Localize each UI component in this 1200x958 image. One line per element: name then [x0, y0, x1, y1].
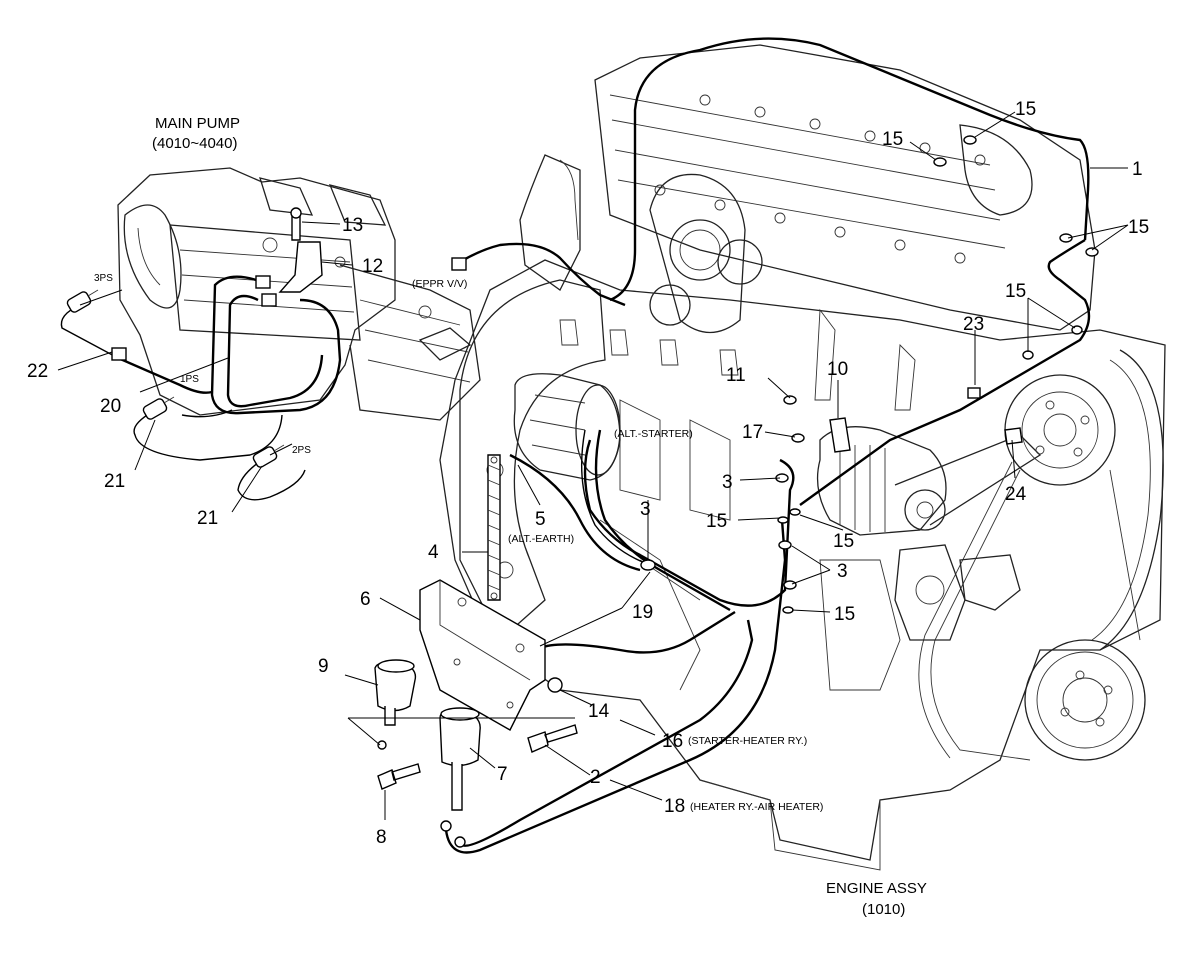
pump-connector-a [255, 275, 271, 289]
callout-15-f: 15 [833, 531, 854, 552]
connector-11 [783, 395, 797, 405]
label-alt-earth: (ALT.-EARTH) [508, 533, 574, 545]
bolt-24 [1004, 427, 1023, 445]
connector-17 [791, 433, 805, 443]
clamp-15-g [777, 516, 789, 524]
sensor-10 [829, 417, 851, 453]
callout-15-d: 15 [1005, 281, 1026, 302]
clamp-15-c [1059, 233, 1073, 243]
clamp-15-h [789, 508, 801, 516]
callout-6: 6 [360, 589, 371, 610]
label-starter-heater: (STARTER-HEATER RY.) [688, 735, 807, 747]
wire-20 [210, 275, 342, 415]
sensor-lead-2ps [237, 459, 306, 501]
wire-eppr [459, 242, 626, 307]
callout-7: 7 [497, 764, 508, 785]
sensor-lead-3ps [60, 304, 119, 359]
wire-19 [539, 610, 736, 654]
bracket-6 [419, 579, 546, 731]
bolt-8 [377, 763, 421, 790]
relay-7 [439, 707, 481, 848]
callout-22: 22 [27, 361, 48, 382]
callout-1: 1 [1132, 159, 1143, 180]
callout-18: 18 [664, 796, 685, 817]
callout-23: 23 [963, 314, 984, 335]
labels: MAIN PUMP (4010~4040) ENGINE ASSY (1010)… [27, 99, 1149, 918]
sensor-23 [967, 387, 981, 399]
label-1ps: 1PS [180, 374, 199, 385]
callout-12: 12 [362, 256, 383, 277]
clip-3-d [640, 559, 656, 571]
callout-15-g: 15 [834, 604, 855, 625]
clamp-15-e [1022, 350, 1034, 360]
callout-15-a: 15 [1015, 99, 1036, 120]
callout-24: 24 [1005, 484, 1027, 505]
wire-18 [444, 519, 787, 854]
callout-4: 4 [428, 542, 439, 563]
callout-5: 5 [535, 509, 546, 530]
callout-17: 17 [742, 422, 763, 443]
pump-connector-b [261, 293, 277, 307]
leader-lines [57, 111, 1129, 820]
callout-10: 10 [827, 359, 848, 380]
clamp-15-b [963, 135, 977, 145]
label-3ps: 3PS [94, 273, 113, 284]
clamp-15-d [1085, 247, 1099, 257]
wire-1 [609, 37, 1090, 302]
callout-21-a: 21 [104, 471, 125, 492]
main-pump-title: MAIN PUMP [155, 115, 240, 132]
clip-3-c [783, 580, 797, 590]
pressure-switch-1ps [142, 396, 175, 420]
bolt-13 [291, 214, 301, 241]
label-eppr: (EPPR V/V) [412, 278, 467, 290]
sensor-lead-1ps [133, 411, 283, 461]
main-pump-drawing [117, 167, 481, 421]
relay-9 [374, 659, 417, 750]
pressure-switch-2ps [252, 444, 285, 468]
wire-16 [461, 619, 754, 847]
clamp-15-a [933, 157, 947, 167]
callout-8: 8 [376, 827, 387, 848]
engine-title: ENGINE ASSY [826, 880, 927, 897]
clamp-15-i [782, 606, 794, 614]
connector-22 [111, 347, 127, 361]
callout-20: 20 [100, 396, 121, 417]
bracket-12 [278, 241, 323, 293]
callout-15-e: 15 [706, 511, 727, 532]
callout-15-b: 15 [882, 129, 903, 150]
callout-21-b: 21 [197, 508, 218, 529]
callout-11: 11 [726, 365, 746, 386]
main-pump-range: (4010~4040) [152, 135, 238, 152]
engine-code: (1010) [862, 901, 905, 918]
earth-strap-4 [487, 454, 501, 601]
components [66, 135, 1099, 848]
pressure-switch-3ps [66, 289, 99, 313]
label-alt-starter: (ALT.-STARTER) [614, 428, 693, 440]
wire-alt-earth [509, 453, 641, 572]
nut-14 [547, 677, 563, 693]
callout-16: 16 [662, 731, 683, 752]
clip-3-b [778, 540, 792, 550]
callout-3-b: 3 [722, 472, 733, 493]
wire-alt-starter [583, 439, 795, 607]
callout-15-c: 15 [1128, 217, 1149, 238]
callout-2: 2 [590, 767, 601, 788]
callout-3-c: 3 [837, 561, 848, 582]
callout-13: 13 [342, 215, 363, 236]
callout-9: 9 [318, 656, 329, 677]
eppr-connector [451, 257, 467, 271]
label-heater-air: (HEATER RY.-AIR HEATER) [690, 801, 823, 813]
label-2ps: 2PS [292, 445, 311, 456]
callout-19: 19 [632, 602, 653, 623]
callout-14: 14 [588, 701, 610, 722]
callout-3-a: 3 [640, 499, 651, 520]
bolt-2 [527, 724, 578, 753]
